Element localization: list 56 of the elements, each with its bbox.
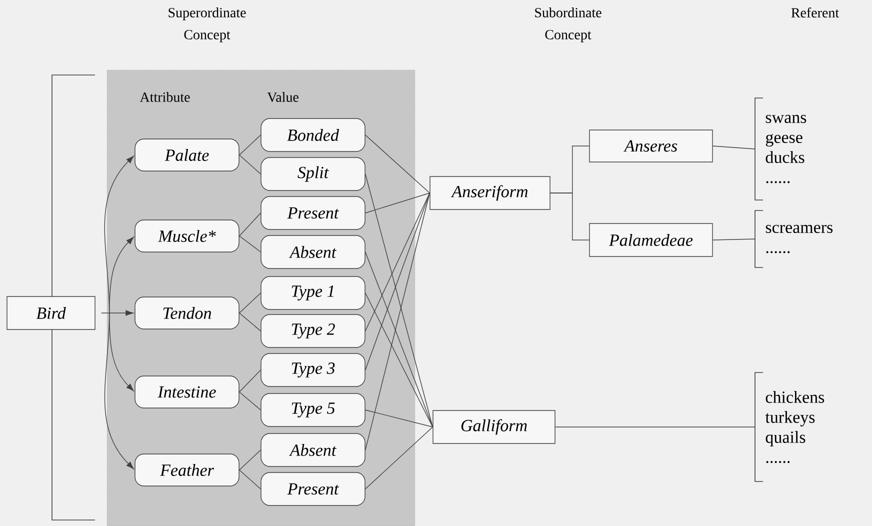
connector	[239, 212, 262, 236]
rounded-box: Bonded	[260, 118, 366, 152]
concept-box: Palamedeae	[589, 223, 713, 257]
referent-list: swans geese ducks ......	[754, 98, 806, 200]
rounded-box: Type 2	[260, 314, 366, 348]
rounded-box: Present	[260, 472, 366, 506]
connector	[109, 236, 134, 314]
connector	[239, 312, 262, 332]
connector	[239, 470, 262, 490]
referent-list: chickens turkeys quails ......	[754, 372, 824, 482]
rounded-box: Type 5	[260, 393, 366, 427]
connector	[712, 238, 756, 240]
node-label: Attribute	[140, 92, 190, 102]
connector	[365, 192, 430, 450]
connector	[239, 450, 262, 470]
concept-box: Anseres	[589, 130, 713, 162]
connector	[365, 410, 433, 428]
connector	[550, 192, 590, 240]
rounded-box: Type 1	[260, 276, 366, 310]
column-title: Referent	[791, 8, 840, 18]
connector	[365, 192, 430, 370]
column-title: Subordinate Concept	[535, 8, 602, 42]
rounded-box: Split	[260, 157, 366, 191]
concept-box: Galliform	[432, 410, 556, 444]
rounded-box: Palate	[134, 138, 240, 172]
concept-box: Bird	[6, 296, 96, 330]
column-heading: Attribute Value	[140, 92, 298, 102]
connector	[239, 292, 262, 314]
connector	[239, 134, 262, 156]
connector	[365, 134, 430, 194]
rounded-box: Muscle*	[134, 220, 240, 252]
column-title: Superordinate Concept	[168, 8, 246, 42]
connector	[365, 292, 433, 428]
rounded-box: Intestine	[134, 376, 240, 408]
connector	[712, 146, 756, 150]
rounded-box: Absent	[260, 235, 366, 269]
rounded-box: Absent	[260, 433, 366, 467]
connector	[101, 310, 134, 316]
connector	[239, 392, 262, 410]
connector	[365, 192, 430, 332]
connector	[365, 192, 430, 214]
rounded-box: Tendon	[134, 296, 240, 330]
rounded-box: Present	[260, 196, 366, 230]
connector	[365, 252, 433, 428]
connector	[239, 370, 262, 392]
connector	[365, 426, 433, 490]
rounded-box: Type 3	[260, 353, 366, 387]
connector	[555, 426, 756, 428]
referent-list: screamers ......	[754, 210, 833, 268]
node-label: Value	[267, 92, 298, 102]
concept-box: Anseriform	[430, 176, 550, 210]
connector	[104, 312, 134, 470]
rounded-box: Feather	[134, 454, 240, 486]
connector	[239, 154, 262, 174]
connector	[365, 174, 433, 428]
connector	[239, 236, 262, 252]
